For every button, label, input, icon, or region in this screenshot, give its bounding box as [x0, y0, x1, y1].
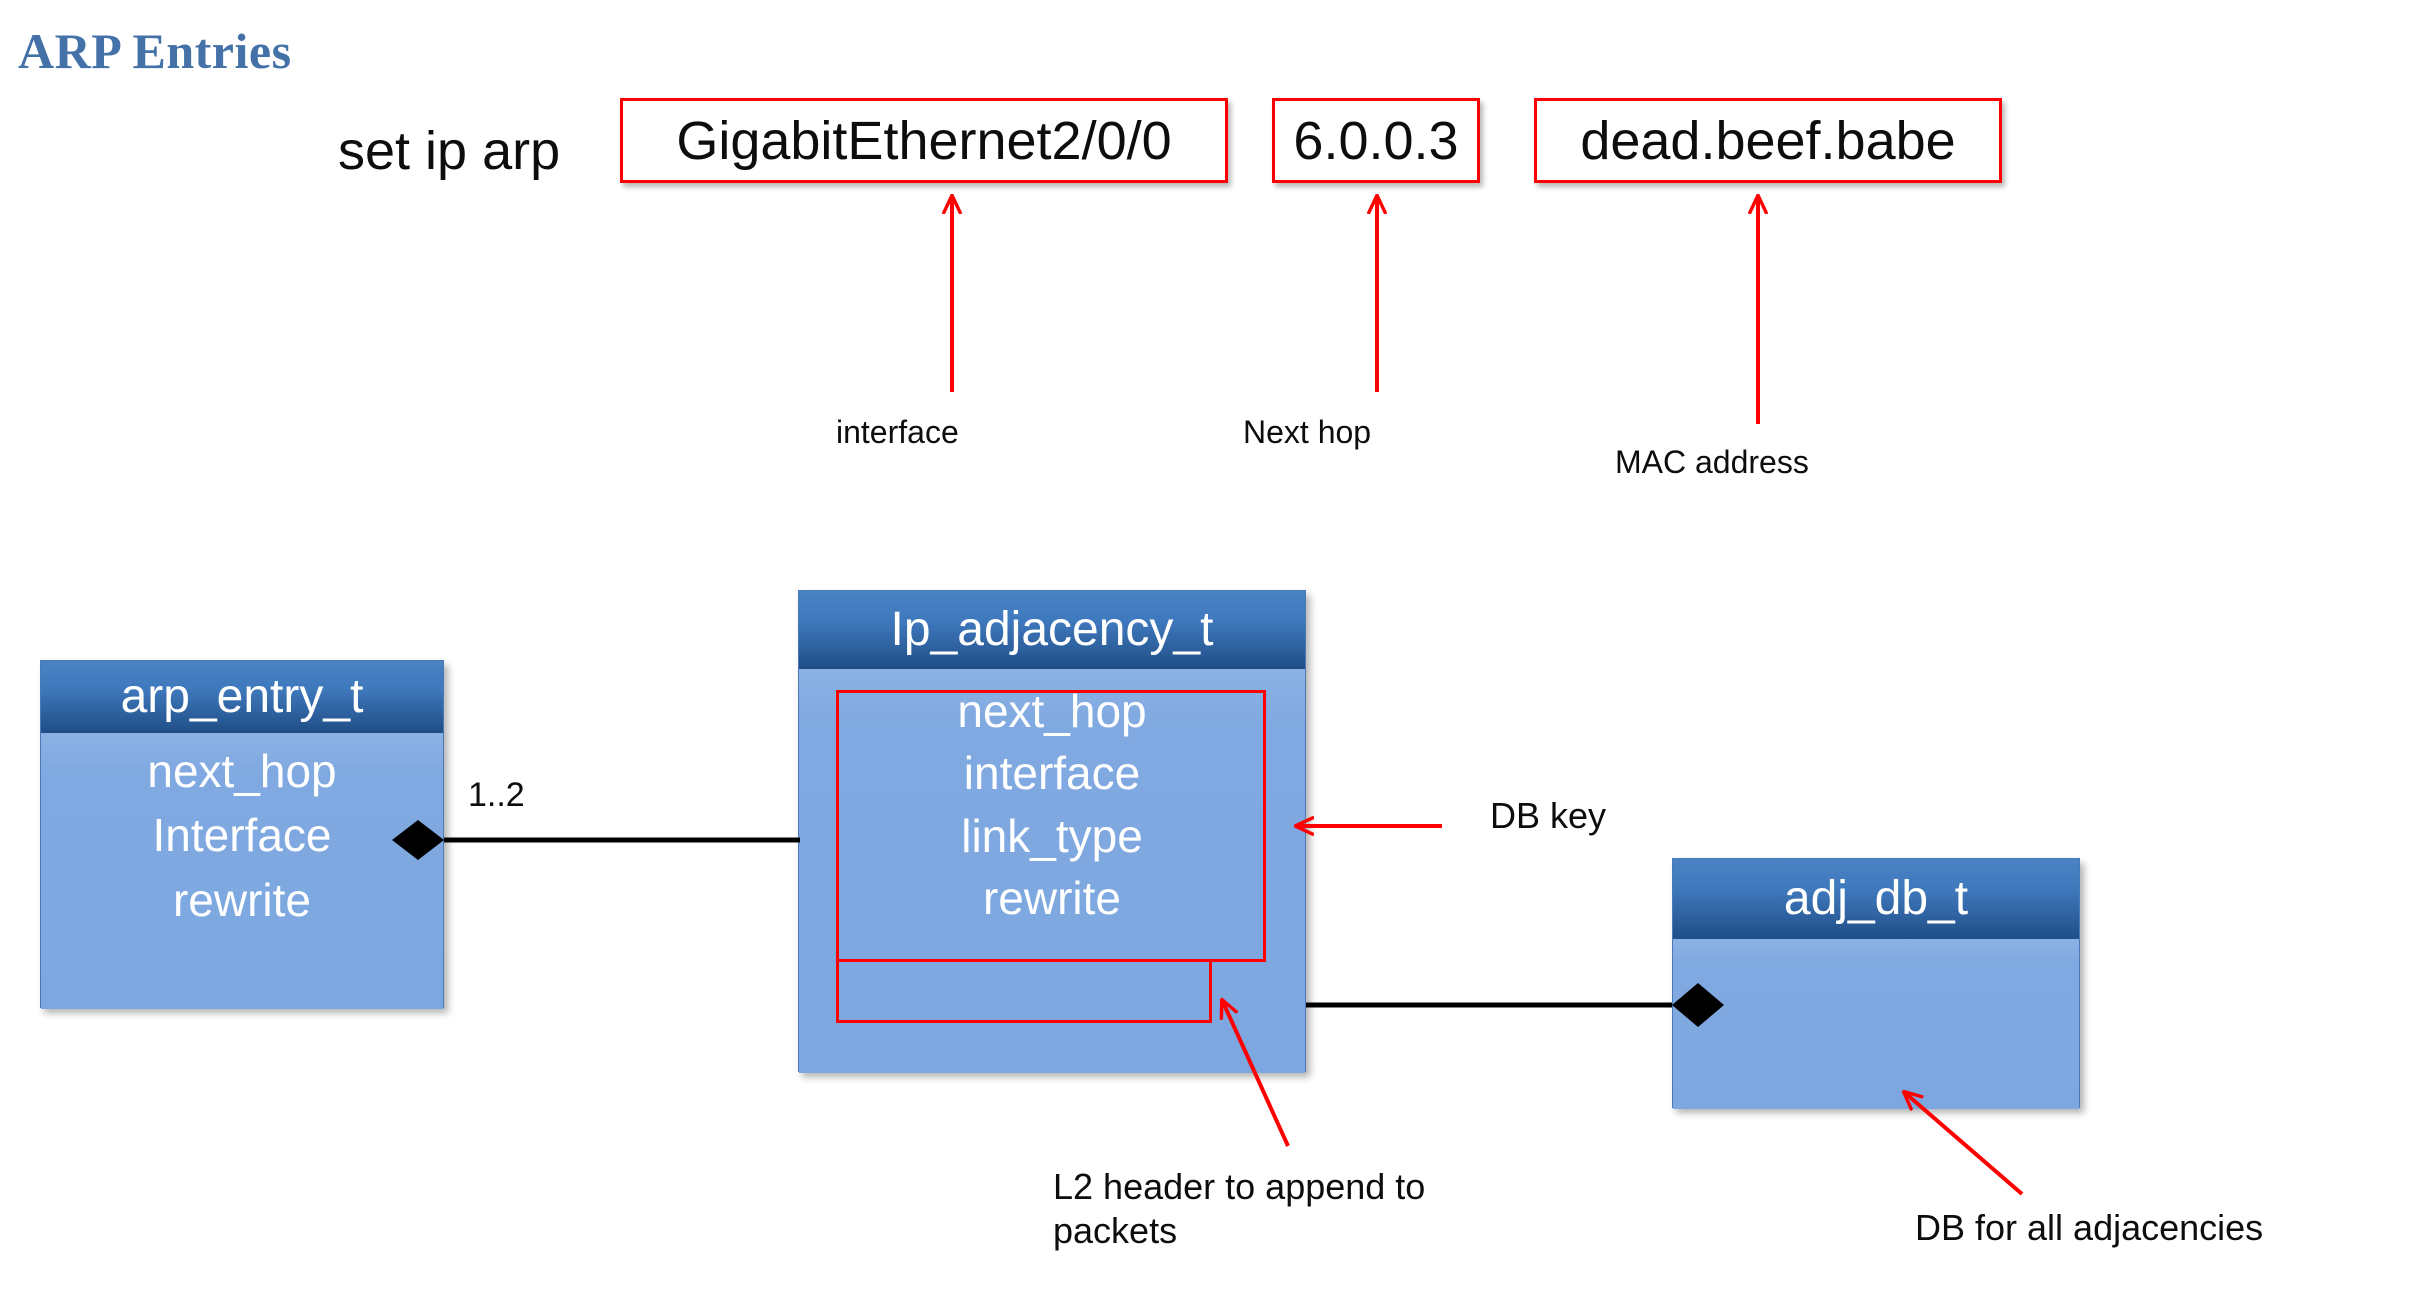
callout-interface-label: interface — [836, 414, 959, 450]
class-body-adj-db-t — [1673, 939, 2079, 1109]
command-field-mac-value: dead.beef.babe — [1580, 110, 1956, 171]
class-header-adj-db-t: adj_db_t — [1673, 859, 2079, 939]
class-body-ip-adjacency-t: next_hop interface link_type rewrite — [799, 669, 1305, 1073]
page-title: ARP Entries — [18, 23, 292, 79]
class-header-arp-entry-t: arp_entry_t — [41, 661, 443, 733]
class-box-ip-adjacency-t[interactable]: Ip_adjacency_t next_hop interface link_t… — [798, 590, 1306, 1073]
field-arp-interface: Interface — [152, 809, 332, 862]
command-field-interface-value: GigabitEthernet2/0/0 — [676, 110, 1172, 171]
command-prefix-label: set ip arp — [338, 121, 561, 181]
field-adj-link-type: link_type — [961, 809, 1143, 862]
class-body-arp-entry-t: next_hop Interface rewrite — [41, 733, 443, 1009]
field-adj-next-hop: next_hop — [957, 685, 1147, 737]
class-header-ip-adjacency-t: Ip_adjacency_t — [799, 591, 1305, 669]
annotation-db-key: DB key — [1490, 795, 1607, 836]
command-field-next-hop-value: 6.0.0.3 — [1293, 110, 1459, 171]
command-field-interface[interactable]: GigabitEthernet2/0/0 — [620, 98, 1228, 183]
command-field-next-hop[interactable]: 6.0.0.3 — [1272, 98, 1480, 183]
class-name-ip-adjacency-t: Ip_adjacency_t — [890, 603, 1214, 656]
multiplicity-label-1-2: 1..2 — [468, 776, 525, 814]
annotation-rewrite-note: L2 header to append to packets — [1053, 1166, 1426, 1251]
annotation-adj-db-note: DB for all adjacencies — [1915, 1207, 2264, 1248]
field-adj-interface: interface — [963, 747, 1141, 800]
command-field-mac[interactable]: dead.beef.babe — [1534, 98, 2002, 183]
class-name-arp-entry-t: arp_entry_t — [120, 670, 364, 723]
class-box-arp-entry-t[interactable]: arp_entry_t next_hop Interface rewrite — [40, 660, 444, 1009]
callout-mac-label: MAC address — [1615, 444, 1809, 480]
callout-next-hop-label: Next hop — [1243, 414, 1372, 450]
connector-arp-to-adjacency — [392, 820, 800, 860]
field-adj-rewrite: rewrite — [982, 871, 1122, 924]
class-box-adj-db-t[interactable]: adj_db_t — [1672, 858, 2080, 1109]
class-name-adj-db-t: adj_db_t — [1783, 872, 1969, 925]
field-arp-rewrite: rewrite — [172, 873, 312, 926]
field-arp-next-hop: next_hop — [147, 745, 337, 797]
connector-adjacency-to-adj-db — [1306, 983, 1724, 1027]
